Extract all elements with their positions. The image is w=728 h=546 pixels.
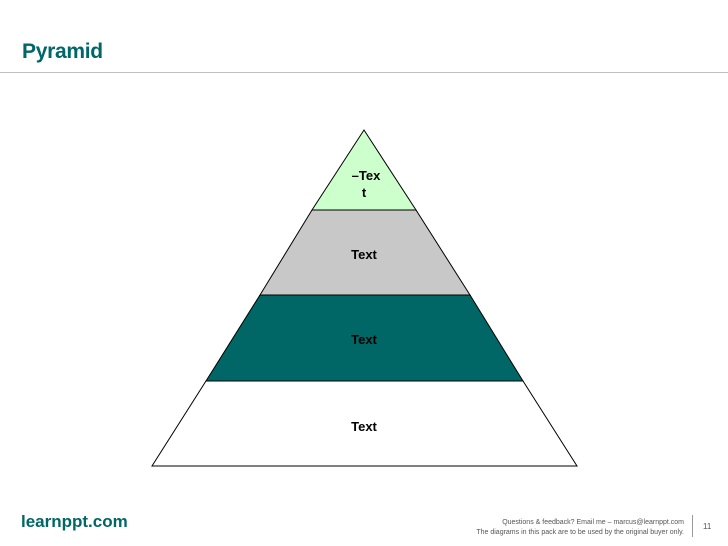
tier-2-label: Text <box>351 247 377 262</box>
footer-note-line-2: The diagrams in this pack are to be used… <box>476 529 684 536</box>
title-divider <box>0 72 728 73</box>
pyramid-tier-4[interactable] <box>151 380 578 467</box>
page-number: 11 <box>703 522 712 531</box>
footer-divider <box>692 515 693 537</box>
tier-3-label: Text <box>351 332 377 347</box>
page-title: Pyramid <box>22 40 103 63</box>
tier-4-label: Text <box>351 419 377 434</box>
tier-1-label-line1: –Tex <box>352 168 381 183</box>
tier-1-label-line2: t <box>362 185 367 200</box>
brand-logo-text: learnppt.com <box>21 512 128 531</box>
footer-note: Questions & feedback? Email me – marcus@… <box>476 518 684 538</box>
footer-note-line-1: Questions & feedback? Email me – marcus@… <box>502 519 684 526</box>
